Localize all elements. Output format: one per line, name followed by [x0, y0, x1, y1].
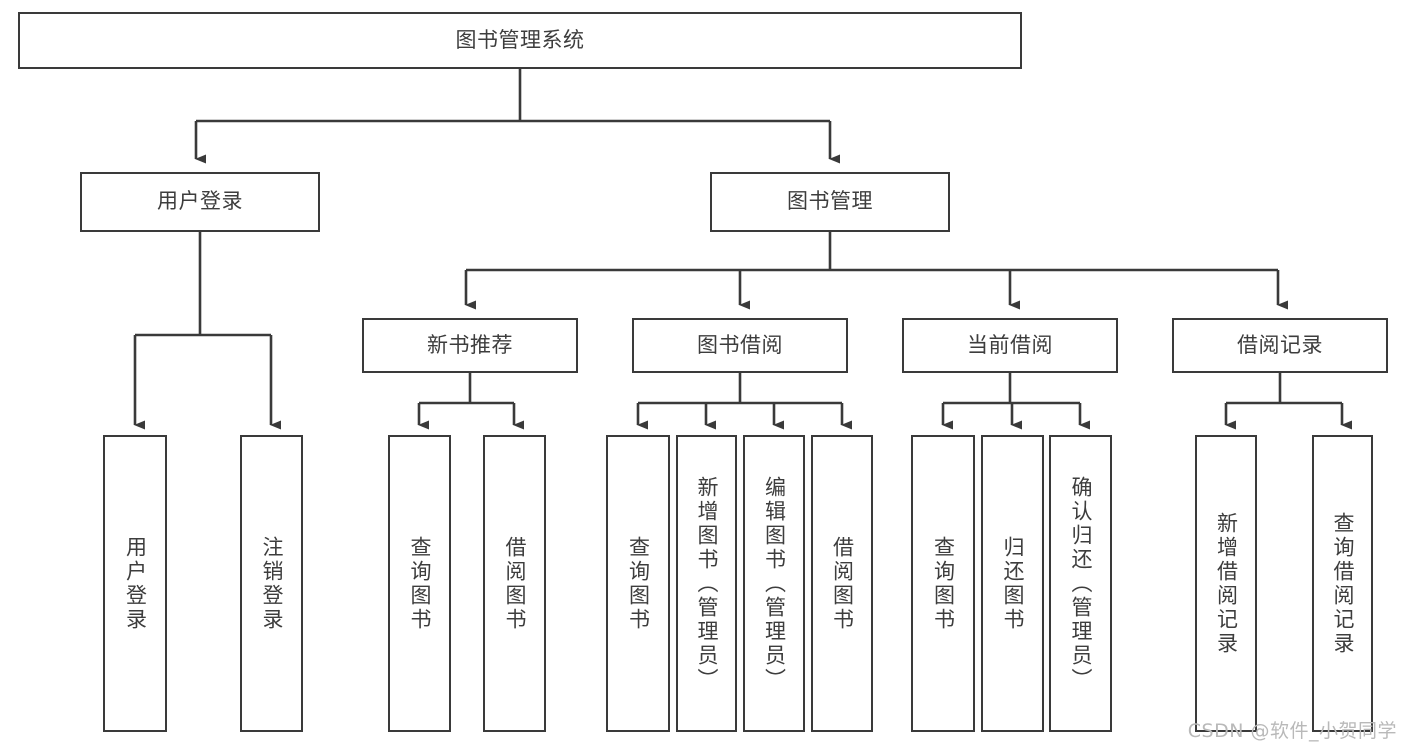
node-label: 图书管理系统 — [455, 27, 585, 52]
leaf-new-book-query[interactable]: 查询图书 — [388, 435, 451, 732]
node-book-borrow[interactable]: 图书借阅 — [632, 318, 848, 373]
leaf-borrow-add-book-admin[interactable]: 新增图书（管理员） — [676, 435, 737, 732]
node-label: 图书管理 — [787, 189, 873, 214]
node-new-book-recommend[interactable]: 新书推荐 — [362, 318, 578, 373]
node-label: 借阅图书 — [503, 535, 527, 632]
node-label: 查询图书 — [626, 535, 651, 632]
node-label: 借阅记录 — [1237, 332, 1323, 357]
node-label: 用户登录 — [123, 535, 148, 632]
node-label: 编辑图书（管理员） — [762, 475, 787, 692]
leaf-current-confirm-return-admin[interactable]: 确认归还（管理员） — [1049, 435, 1112, 732]
node-label: 查询图书 — [931, 535, 956, 632]
leaf-user-login-signin[interactable]: 用户登录 — [103, 435, 167, 732]
watermark: CSDN @软件_小贺同学 — [1187, 720, 1397, 742]
node-label: 新书推荐 — [427, 332, 513, 357]
node-user-login[interactable]: 用户登录 — [80, 172, 320, 232]
leaf-records-add-record[interactable]: 新增借阅记录 — [1195, 435, 1257, 732]
node-book-management[interactable]: 图书管理 — [710, 172, 950, 232]
leaf-records-query-record[interactable]: 查询借阅记录 — [1312, 435, 1373, 732]
node-label: 确认归还（管理员） — [1069, 475, 1093, 692]
node-borrow-records[interactable]: 借阅记录 — [1172, 318, 1388, 373]
node-current-borrow[interactable]: 当前借阅 — [902, 318, 1118, 373]
leaf-new-book-borrow[interactable]: 借阅图书 — [483, 435, 546, 732]
node-label: 新增借阅记录 — [1214, 511, 1239, 656]
node-label: 用户登录 — [157, 189, 243, 214]
node-label: 借阅图书 — [830, 535, 855, 632]
leaf-borrow-query-book[interactable]: 查询图书 — [606, 435, 670, 732]
node-label: 当前借阅 — [967, 332, 1053, 357]
leaf-borrow-edit-book-admin[interactable]: 编辑图书（管理员） — [743, 435, 805, 732]
node-label: 查询图书 — [408, 535, 432, 632]
node-label: 查询借阅记录 — [1331, 511, 1355, 656]
node-root-system[interactable]: 图书管理系统 — [18, 12, 1022, 69]
node-label: 新增图书（管理员） — [695, 475, 719, 692]
leaf-user-login-signout[interactable]: 注销登录 — [240, 435, 303, 732]
node-label: 归还图书 — [1001, 535, 1025, 632]
node-label: 注销登录 — [260, 535, 284, 632]
node-label: 图书借阅 — [697, 332, 783, 357]
leaf-current-return-book[interactable]: 归还图书 — [981, 435, 1044, 732]
leaf-current-query-book[interactable]: 查询图书 — [911, 435, 975, 732]
leaf-borrow-borrow-book[interactable]: 借阅图书 — [811, 435, 873, 732]
